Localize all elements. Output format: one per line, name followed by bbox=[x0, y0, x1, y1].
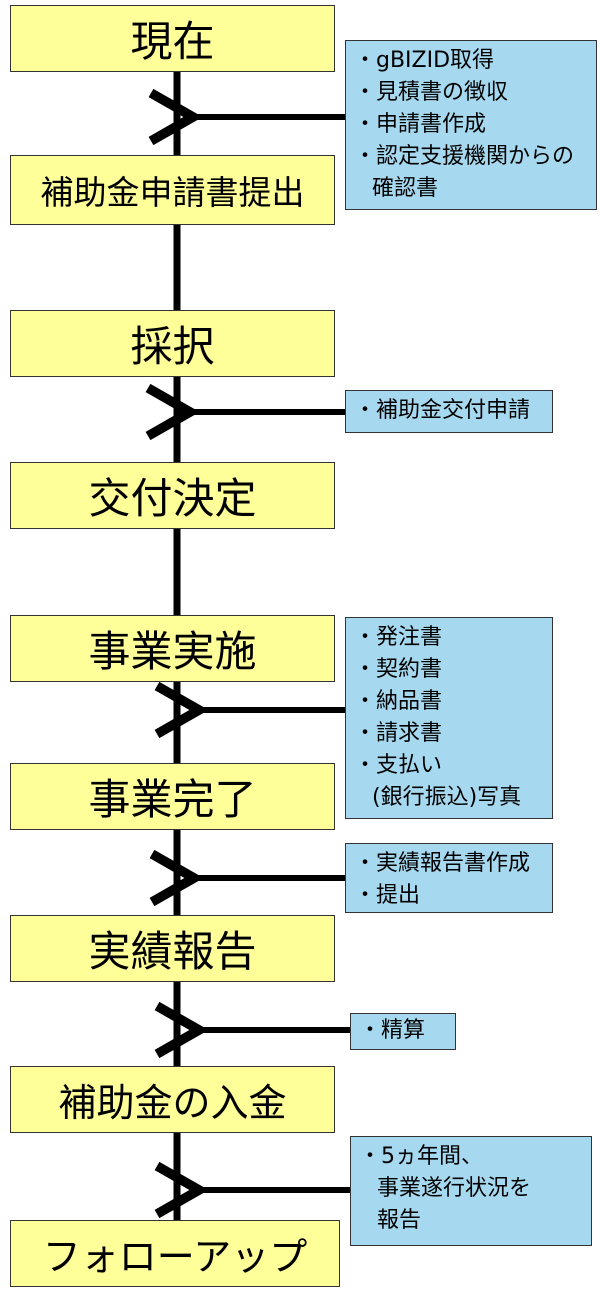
note-implementation-docs: ・発注書 ・契約書 ・納品書 ・請求書 ・支払い (銀行振込)写真 bbox=[345, 617, 553, 819]
stage-label: 交付決定 bbox=[88, 474, 257, 523]
stage-performance-report: 実績報告 bbox=[10, 915, 335, 982]
note-item: ・gBIZID取得 bbox=[354, 48, 495, 73]
note-item: ・提出 bbox=[354, 883, 421, 908]
note-item: ・5ヵ年間、 bbox=[359, 1144, 483, 1169]
note-item: ・申請書作成 bbox=[354, 112, 487, 137]
note-item: 事業遂行状況を bbox=[377, 1176, 532, 1201]
note-application-docs: ・gBIZID取得 ・見積書の徴収 ・申請書作成 ・認定支援機関からの 確認書 bbox=[345, 40, 597, 210]
note-item: (銀行振込)写真 bbox=[372, 785, 522, 810]
note-item: 確認書 bbox=[372, 176, 439, 201]
note-item: ・請求書 bbox=[354, 721, 443, 746]
stage-label: 実績報告 bbox=[88, 927, 257, 976]
stage-completion: 事業完了 bbox=[10, 763, 335, 830]
stage-grant-decision: 交付決定 bbox=[10, 462, 335, 529]
stage-label: 現在 bbox=[130, 17, 215, 66]
note-item: ・納品書 bbox=[354, 689, 443, 714]
stage-submit: 補助金申請書提出 bbox=[10, 155, 335, 225]
stage-current: 現在 bbox=[10, 5, 335, 72]
stage-label: 補助金の入金 bbox=[58, 1081, 287, 1125]
note-settlement: ・精算 bbox=[350, 1013, 456, 1050]
stage-label: 採択 bbox=[130, 322, 215, 371]
note-report-docs: ・実績報告書作成 ・提出 bbox=[345, 843, 553, 913]
note-item: ・契約書 bbox=[354, 657, 443, 682]
note-item: ・支払い bbox=[354, 753, 443, 778]
stage-label: 補助金申請書提出 bbox=[40, 173, 305, 212]
stage-label: 事業実施 bbox=[88, 627, 257, 676]
stage-adoption: 採択 bbox=[10, 310, 335, 377]
stage-label: フォローアップ bbox=[42, 1235, 308, 1279]
note-item: ・実績報告書作成 bbox=[354, 851, 531, 876]
note-item: 報告 bbox=[377, 1208, 422, 1233]
note-item: ・認定支援機関からの bbox=[354, 144, 575, 169]
note-item: ・精算 bbox=[359, 1018, 426, 1043]
note-item: ・見積書の徴収 bbox=[354, 80, 509, 105]
stage-payment: 補助金の入金 bbox=[10, 1066, 335, 1133]
stage-follow-up: フォローアップ bbox=[10, 1220, 340, 1287]
stage-implementation: 事業実施 bbox=[10, 615, 335, 682]
note-item: ・補助金交付申請 bbox=[354, 398, 531, 423]
note-followup-report: ・5ヵ年間、 事業遂行状況を 報告 bbox=[350, 1136, 592, 1246]
note-grant-application: ・補助金交付申請 bbox=[345, 390, 553, 433]
stage-label: 事業完了 bbox=[88, 775, 257, 824]
note-item: ・発注書 bbox=[354, 625, 443, 650]
